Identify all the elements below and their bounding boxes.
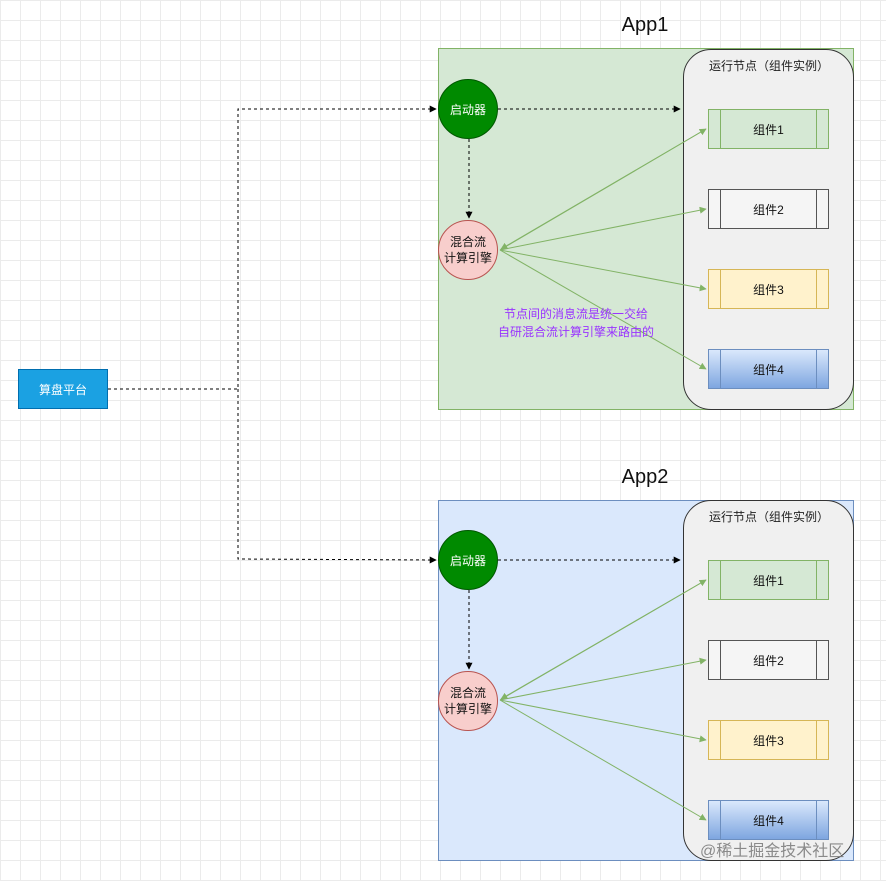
app1-component-2[interactable]: 组件2	[708, 189, 829, 229]
platform-label: 算盘平台	[38, 382, 87, 397]
app1-note-line2: 自研混合流计算引擎来路由的	[497, 325, 654, 339]
platform-to-app2-starter-connector	[237, 389, 437, 564]
app2-engine-to-component2-flow	[499, 657, 707, 701]
app2-starter-node[interactable]: 启动器	[438, 530, 498, 590]
platform-to-app1-starter-connector	[108, 105, 437, 390]
app2-engine-to-component3-flow	[499, 699, 707, 743]
component-label: 组件1	[753, 573, 784, 588]
app2-starter-label: 启动器	[449, 553, 486, 568]
app2-component-2[interactable]: 组件2	[708, 640, 829, 680]
app2-engine-label-line1: 混合流	[449, 686, 486, 700]
app1-component1-to-engine-arrowhead	[500, 128, 707, 250]
platform-box[interactable]: 算盘平台	[18, 369, 108, 409]
app1-component-3[interactable]: 组件3	[708, 269, 829, 309]
app1-engine-to-component3-flow	[499, 249, 707, 292]
app1-component-1[interactable]: 组件1	[708, 109, 829, 149]
app1-title: App1	[621, 14, 669, 36]
app2-component-1[interactable]: 组件1	[708, 560, 829, 600]
app1-engine-to-component2-flow	[499, 206, 707, 251]
app1-runtime-label: 运行节点（组件实例）	[708, 59, 829, 73]
app1-engine-to-component4-flow	[499, 249, 707, 370]
app1-note-line1: 节点间的消息流是统一交给	[503, 307, 648, 321]
component-label: 组件3	[753, 282, 784, 297]
app2-runtime-label: 运行节点（组件实例）	[708, 510, 829, 524]
watermark: @稀土掘金技术社区	[700, 843, 845, 860]
component-label: 组件4	[753, 362, 784, 377]
app2-title: App2	[621, 466, 669, 488]
app1-starter-node[interactable]: 启动器	[438, 79, 498, 139]
app2-engine-to-component4-flow	[499, 699, 707, 821]
app2-component-3[interactable]: 组件3	[708, 720, 829, 760]
app1-engine-label-line1: 混合流	[449, 235, 486, 249]
app1-component-4[interactable]: 组件4	[708, 349, 829, 389]
app2-engine-label-line2: 计算引擎	[443, 702, 492, 716]
component-label: 组件2	[753, 202, 784, 217]
component-label: 组件2	[753, 653, 784, 668]
app2-component1-to-engine-arrowhead	[500, 579, 707, 700]
app1-starter-label: 启动器	[449, 102, 486, 117]
component-label: 组件1	[753, 122, 784, 137]
app1-engine-node[interactable]: 混合流 计算引擎	[438, 220, 498, 280]
app2-component-4[interactable]: 组件4	[708, 800, 829, 840]
component-label: 组件4	[753, 813, 784, 828]
app2-engine-node[interactable]: 混合流 计算引擎	[438, 671, 498, 731]
app1-message-flow-note: 节点间的消息流是统一交给 自研混合流计算引擎来路由的	[470, 305, 682, 341]
component-label: 组件3	[753, 733, 784, 748]
app1-engine-label-line2: 计算引擎	[443, 251, 492, 265]
